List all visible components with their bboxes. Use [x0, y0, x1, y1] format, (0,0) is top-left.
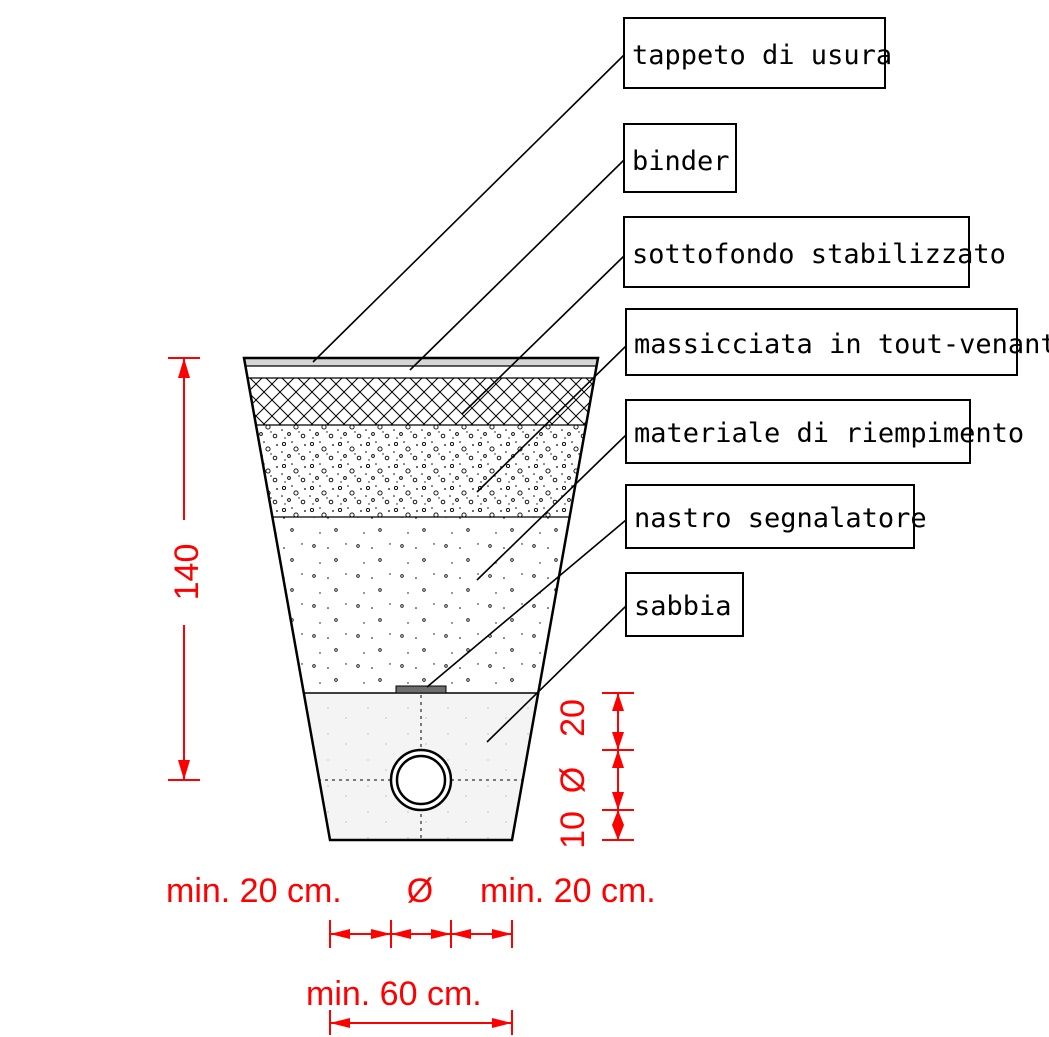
riempimento-layer: [244, 517, 598, 693]
svg-text:massicciata in tout-venant: massicciata in tout-venant: [634, 329, 1049, 360]
pipe-outer-circle: [389, 748, 453, 812]
svg-text:sottofondo stabilizzato: sottofondo stabilizzato: [632, 239, 1006, 270]
sottofondo-layer: [244, 425, 598, 517]
tappeto-layer: [244, 358, 598, 366]
label-sottofondo: sottofondo stabilizzato: [623, 216, 1006, 288]
svg-text:materiale di riempimento: materiale di riempimento: [634, 418, 1024, 449]
pipe-inner-circle: [395, 754, 447, 806]
svg-text:tappeto di usura: tappeto di usura: [632, 40, 892, 71]
label-sabbia: sabbia: [625, 572, 744, 637]
dimension-diameter-text: Ø: [554, 767, 592, 793]
label-nastro: nastro segnalatore: [625, 484, 927, 549]
surface-white-layer: [244, 366, 598, 378]
trench-outline: [242, 356, 600, 842]
dimension-140-text: 140: [168, 544, 206, 601]
dimension-20-text: 20: [554, 699, 592, 737]
svg-text:sabbia: sabbia: [634, 591, 732, 622]
dimension-bottom-chain: [329, 920, 513, 948]
warning-tape: [395, 685, 447, 694]
dimension-right-min-text: min. 20 cm.: [480, 872, 656, 910]
dimension-bottom-width-text: min. 60 cm.: [306, 975, 482, 1013]
label-riempimento: materiale di riempimento: [625, 399, 1024, 464]
label-massicciata: massicciata in tout-venant: [625, 308, 1049, 376]
dimension-left-min-text: min. 20 cm.: [166, 872, 342, 910]
label-binder: binder: [623, 123, 737, 193]
svg-text:binder: binder: [632, 146, 730, 177]
svg-text:nastro segnalatore: nastro segnalatore: [634, 503, 927, 534]
dimension-center-diameter-text: Ø: [407, 872, 433, 910]
label-tappeto: tappeto di usura: [623, 17, 892, 89]
binder-layer: [244, 378, 598, 425]
dimension-bottom-width: [329, 1010, 513, 1035]
leader-lines: [312, 54, 627, 743]
dimension-10-text: 10: [554, 811, 592, 849]
